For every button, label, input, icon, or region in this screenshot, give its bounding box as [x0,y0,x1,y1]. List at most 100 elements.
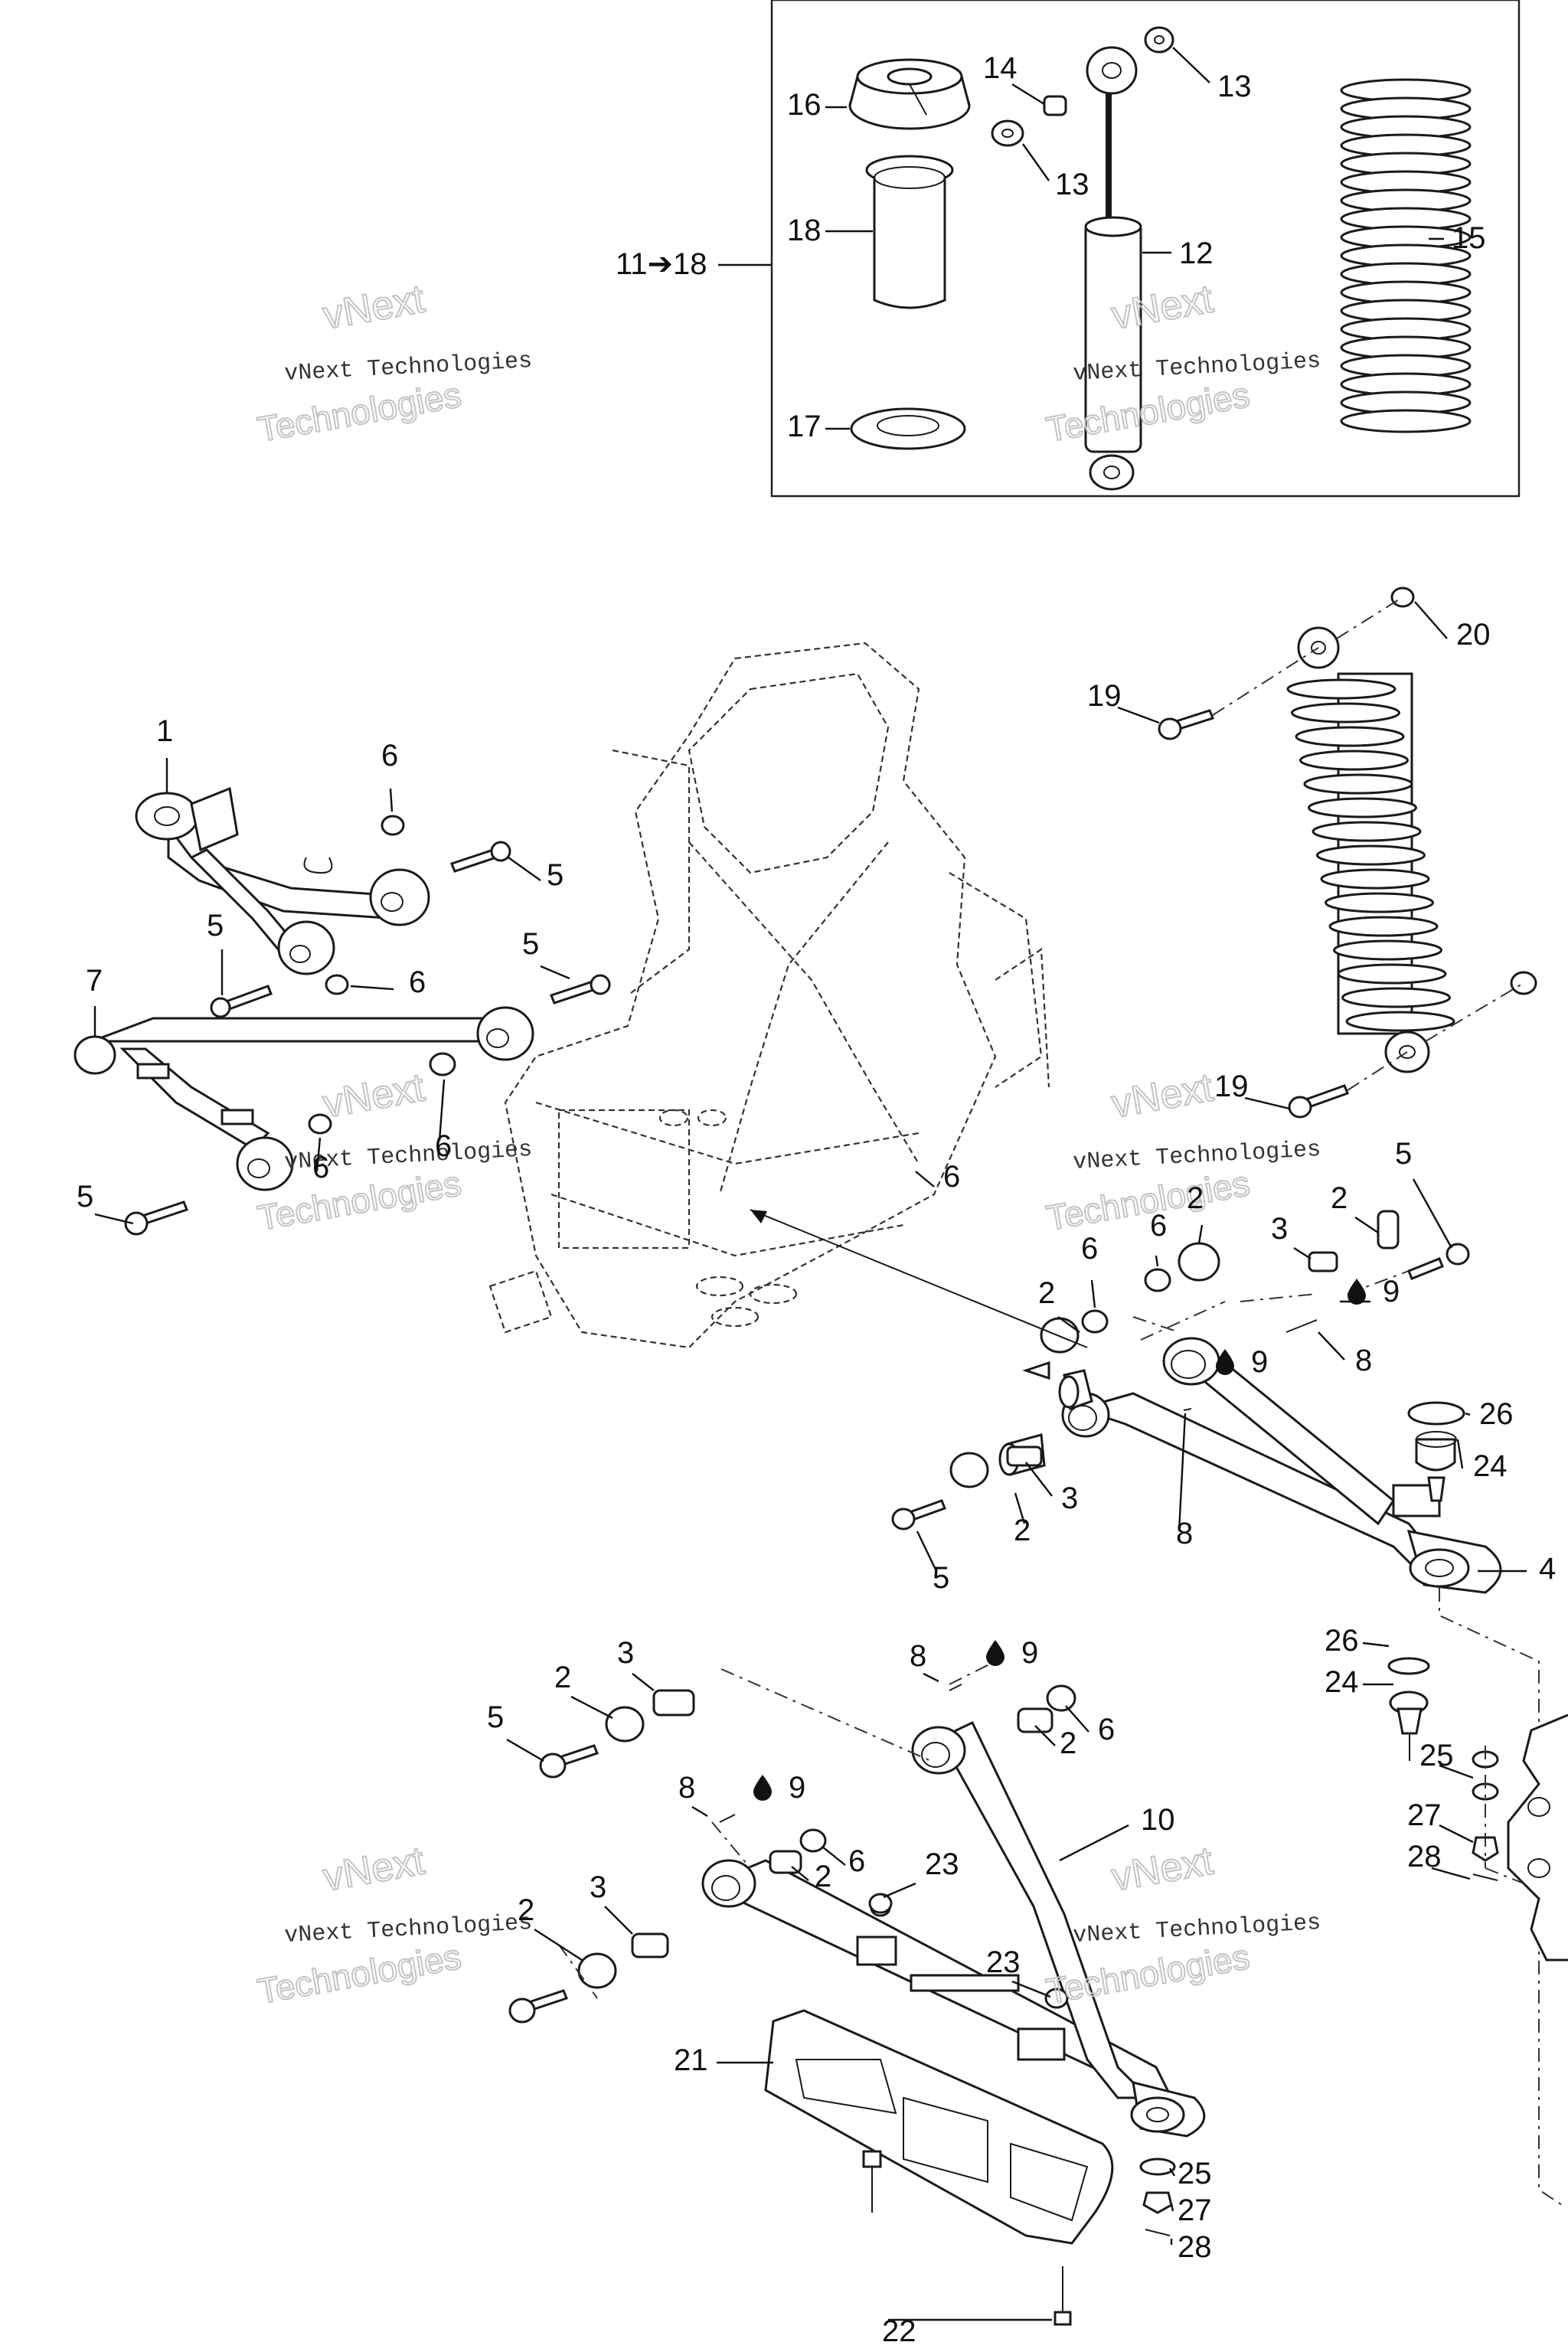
callout-c14: 14 [983,51,1018,85]
part-steering-knuckle [1387,1657,1568,1962]
part-shock-assembly [1158,586,1537,1119]
callout-c8b: 8 [1176,1517,1193,1550]
callout-c2f: 2 [1060,1726,1076,1760]
leader-line-c6e [1090,1279,1096,1308]
leader-line-c6i [915,1171,935,1187]
leader-line-c5d [94,1213,134,1225]
callout-c5c: 5 [522,927,539,961]
callout-c2d: 2 [1014,1514,1031,1547]
leader-line-c2f [1034,1725,1056,1746]
callout-c9c: 9 [1021,1636,1038,1670]
hardware-lower-right [891,1210,1470,1530]
part-upper-a-arm-left [135,786,430,975]
callout-c17: 17 [787,410,822,443]
callout-c2a: 2 [1038,1276,1055,1310]
callout-c9a: 9 [1383,1275,1400,1308]
lubricant-drop-icon [753,1775,772,1801]
hardware-nuts-23 [868,1893,1069,2009]
leader-line-c2d [1014,1492,1026,1524]
callout-c13a: 13 [1217,70,1252,103]
callout-c23a: 23 [925,1847,959,1881]
callout-c23b: 23 [986,1945,1021,1979]
watermark-vnext: vNext [320,276,429,338]
callout-c19b: 19 [1214,1070,1249,1103]
watermark-mono: vNext Technologies [1073,1910,1321,1949]
leader-line-c27b [1170,2203,1174,2212]
leader-line-c2a [1057,1316,1080,1333]
leader-line-c2e [570,1695,613,1720]
callout-c28a: 28 [1407,1840,1442,1873]
leader-line-c3c [632,1673,655,1691]
leader-line-c2g [791,1866,809,1881]
callout-c6f: 6 [1150,1209,1167,1243]
callout-c15: 15 [1452,221,1486,255]
callout-c2e: 2 [554,1661,571,1694]
leader-line-c5e [1412,1178,1453,1249]
watermark-mono: vNext Technologies [284,348,533,387]
leader-line-c6c [438,1079,446,1142]
leader-line-c3d [604,1906,633,1935]
lubricant-drop-icon [986,1640,1004,1666]
callout-c2b: 2 [1187,1181,1204,1215]
leader-line-c20 [1414,601,1448,639]
part-spring-seat [848,58,971,130]
leader-frame-arrow [750,1209,1563,2206]
kit-label: 11➔18 [616,247,707,281]
callout-c2g: 2 [815,1860,831,1893]
leader-line-c2h [534,1928,583,1962]
watermark-mono: vNext Technologies [1073,1137,1321,1176]
part-bushings [991,26,1174,147]
callout-c21: 21 [674,2043,708,2077]
leader-line-c6h [822,1846,846,1866]
callout-c1: 1 [156,714,173,748]
watermark-vnext: vNext [1109,1838,1217,1900]
callout-c5f: 5 [933,1561,949,1595]
leader-line-c5c [540,965,570,980]
leader-line-c3a [1293,1246,1312,1260]
watermark-vnext: vNext [1109,1065,1217,1126]
callout-c6d: 6 [312,1151,329,1184]
callout-c8a: 8 [1355,1344,1372,1377]
leader-line-c8c [923,1672,939,1683]
part-lower-a-arm-right [1061,1337,1502,1594]
leader-line-c8b [1178,1413,1187,1532]
part-lower-a-arm-left [701,1721,1206,2138]
part-spring-washer [850,407,966,450]
callout-c25a: 25 [1419,1739,1454,1772]
leader-line-c25a [1439,1764,1474,1779]
leader-line-c10 [1059,1824,1129,1862]
callout-c6h: 6 [848,1844,865,1878]
callout-c5g: 5 [487,1700,504,1734]
leader-line-c5a [508,857,541,881]
callout-c12: 12 [1179,237,1214,270]
callout-c24b: 24 [1325,1665,1359,1699]
callout-c4: 4 [1539,1552,1556,1586]
leader-line-c8d [691,1805,708,1818]
callout-c2h: 2 [518,1893,534,1927]
leader-line-c27a [1439,1824,1474,1844]
leader-line-c13b [1022,143,1050,181]
callout-c10: 10 [1141,1803,1175,1837]
callout-c26a: 26 [1479,1397,1514,1431]
callout-c3a: 3 [1271,1212,1288,1246]
callout-c8c: 8 [910,1639,926,1673]
callout-c27b: 27 [1178,2194,1212,2227]
leader-line-c14 [1011,83,1045,106]
leader-line-c6g [1065,1705,1089,1733]
callout-c28b: 28 [1178,2230,1212,2264]
part-skid-plate [764,2009,1114,2326]
lubricant-drop-icon [1216,1349,1234,1375]
hardware-upper-7 [124,974,611,1236]
callout-c5e: 5 [1395,1137,1412,1171]
leader-line-c3b [1025,1462,1053,1497]
leader-line-c25b [1168,2167,1176,2177]
leader-line-c2b [1197,1224,1204,1244]
leader-line-c28a [1431,1867,1471,1880]
callout-c6e: 6 [1081,1232,1098,1266]
leader-line-c8a [1318,1331,1345,1361]
leader-line-c26a [1465,1412,1471,1416]
leader-line-c23b [1011,1980,1051,1998]
part-shock-absorber [1084,46,1142,491]
callout-c5a: 5 [547,858,564,892]
